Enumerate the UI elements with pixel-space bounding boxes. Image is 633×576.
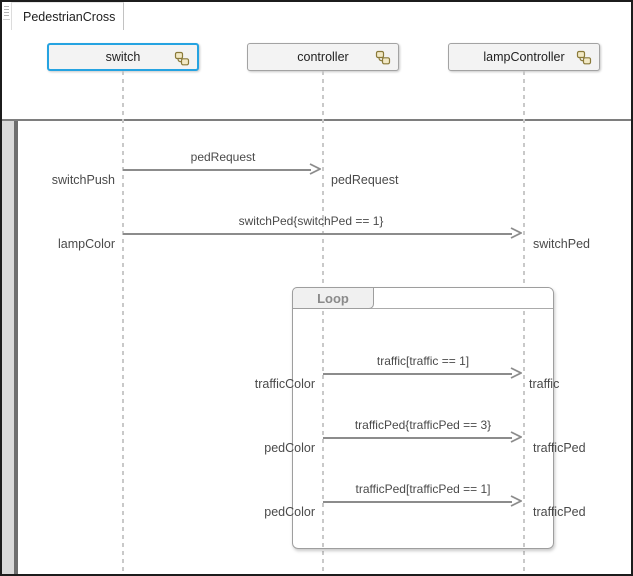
message-left-label[interactable]: pedColor [264,505,315,519]
message-label[interactable]: traffic[traffic == 1] [376,354,470,368]
message-arrow[interactable] [123,169,311,171]
message-arrow[interactable] [323,437,512,439]
message-arrow[interactable] [323,501,512,503]
left-gutter-bar[interactable] [14,121,18,574]
message-left-label[interactable]: trafficColor [254,377,315,391]
message-label[interactable]: trafficPed{trafficPed == 3} [354,418,492,432]
lifeline-head-label: lampController [483,50,565,64]
loop-fragment[interactable]: Loop [292,287,554,549]
library-link-icon [576,50,592,65]
message-right-label[interactable]: trafficPed [533,505,586,519]
message-right-label[interactable]: pedRequest [331,173,399,187]
message-label[interactable]: switchPed{switchPed == 1} [238,214,384,228]
arrowhead-icon [510,227,522,239]
tab-label: PedestrianCross [23,9,116,24]
message-right-label[interactable]: traffic [529,377,560,391]
message-arrow[interactable] [123,233,512,235]
message-left-label[interactable]: pedColor [264,441,315,455]
header-divider [2,119,631,121]
library-link-icon [375,50,391,65]
grip-icon[interactable] [3,4,10,20]
tab-pedestriancross[interactable]: PedestrianCross [11,2,124,30]
lifeline-head-lampcontroller[interactable]: lampController [448,43,600,71]
lifeline-head-label: switch [105,50,141,64]
message-label[interactable]: trafficPed[trafficPed == 1] [355,482,491,496]
message-left-label[interactable]: switchPush [51,173,115,187]
message-right-label[interactable]: switchPed [533,237,590,251]
lifeline-controller[interactable] [322,71,324,574]
library-link-icon [174,51,190,66]
loop-fragment-tab[interactable]: Loop [292,287,374,309]
tab-bar: PedestrianCross [2,2,631,30]
arrowhead-icon [309,163,321,175]
lifeline-lampcontroller[interactable] [523,71,525,574]
message-label[interactable]: pedRequest [190,150,256,164]
message-right-label[interactable]: trafficPed [533,441,586,455]
lifeline-head-label: controller [297,50,349,64]
loop-fragment-label: Loop [317,290,349,306]
message-arrow[interactable] [323,373,512,375]
lifeline-head-switch[interactable]: switch [47,43,199,71]
lifeline-switch[interactable] [122,71,124,574]
arrowhead-icon [510,431,522,443]
arrowhead-icon [510,495,522,507]
arrowhead-icon [510,367,522,379]
message-left-label[interactable]: lampColor [58,237,115,251]
lifeline-head-controller[interactable]: controller [247,43,399,71]
left-gutter [2,121,14,574]
